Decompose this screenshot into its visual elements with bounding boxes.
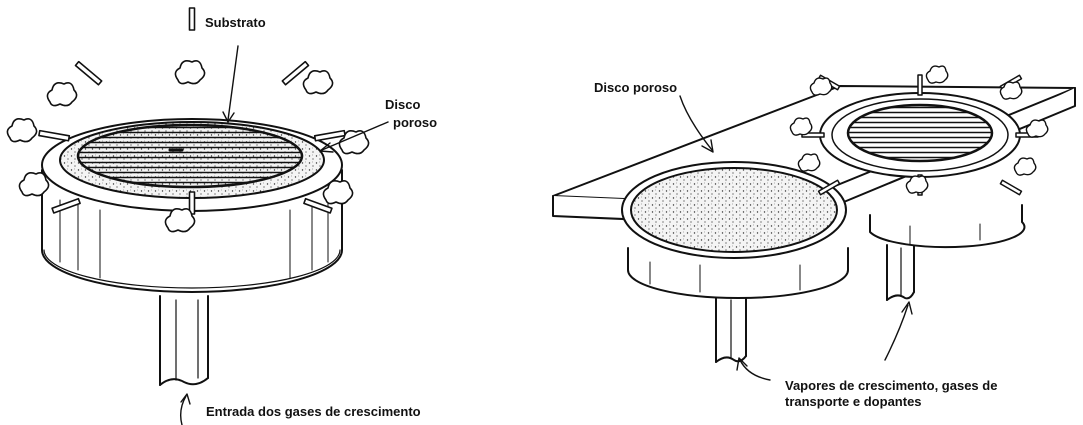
right-cylinder-left	[627, 247, 849, 299]
left-substrate	[76, 123, 304, 189]
vapors-label-line1: Vapores de crescimento, gases de	[785, 378, 998, 393]
substrate-arrow	[227, 45, 239, 121]
puff-top	[174, 60, 206, 85]
puff-bottom-left	[18, 172, 50, 197]
porous-disk-arrow-left	[321, 121, 389, 151]
right-substrate	[846, 103, 994, 163]
left-gas-puffs	[6, 60, 370, 233]
right-gas-puffs	[789, 65, 1049, 194]
substrate-label: Substrato	[205, 15, 266, 30]
left-apparatus	[6, 7, 389, 425]
right-porous-disk	[630, 167, 838, 253]
right-pipe-left	[715, 294, 747, 363]
porous-disk-label-left-line1: Disco	[385, 97, 421, 112]
porous-disk-arrow-right	[679, 95, 713, 151]
puff-bottom	[164, 208, 196, 233]
puff-top-left	[46, 82, 78, 107]
porous-disk-label-right: Disco poroso	[594, 80, 678, 95]
puff-right	[338, 130, 370, 155]
inlet-arrow	[179, 395, 187, 425]
puff-bottom-right	[322, 180, 354, 205]
gas-inlet-label: Entrada dos gases de crescimento	[206, 404, 421, 419]
right-pipe-right	[886, 244, 915, 301]
vapors-arrow-left	[739, 359, 771, 381]
left-inlet-pipe	[159, 295, 209, 386]
vapors-arrow-right	[884, 304, 909, 361]
right-apparatus	[552, 65, 1076, 381]
puff-top-right	[302, 70, 334, 95]
right-cylinder-right	[869, 204, 1026, 249]
puff-left	[6, 118, 38, 143]
left-vent-spokes	[38, 7, 346, 215]
vapors-label-line2: transporte e dopantes	[785, 394, 922, 409]
porous-disk-label-left-line2: poroso	[393, 115, 438, 130]
